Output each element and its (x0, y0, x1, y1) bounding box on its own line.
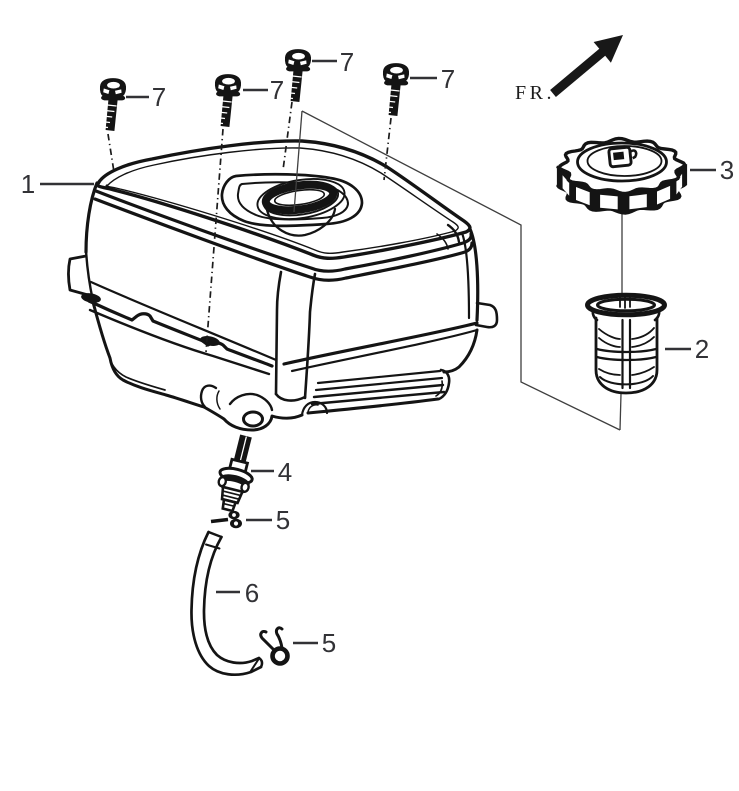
svg-text:7: 7 (152, 82, 166, 112)
svg-text:FR.: FR. (515, 82, 555, 104)
svg-text:6: 6 (245, 578, 259, 608)
svg-text:5: 5 (322, 628, 336, 658)
svg-text:4: 4 (278, 457, 292, 487)
svg-text:3: 3 (720, 155, 734, 185)
svg-text:7: 7 (340, 47, 354, 77)
svg-text:1: 1 (21, 169, 35, 199)
svg-text:2: 2 (695, 334, 709, 364)
svg-text:7: 7 (441, 64, 455, 94)
svg-text:5: 5 (276, 505, 290, 535)
svg-text:7: 7 (270, 75, 284, 105)
